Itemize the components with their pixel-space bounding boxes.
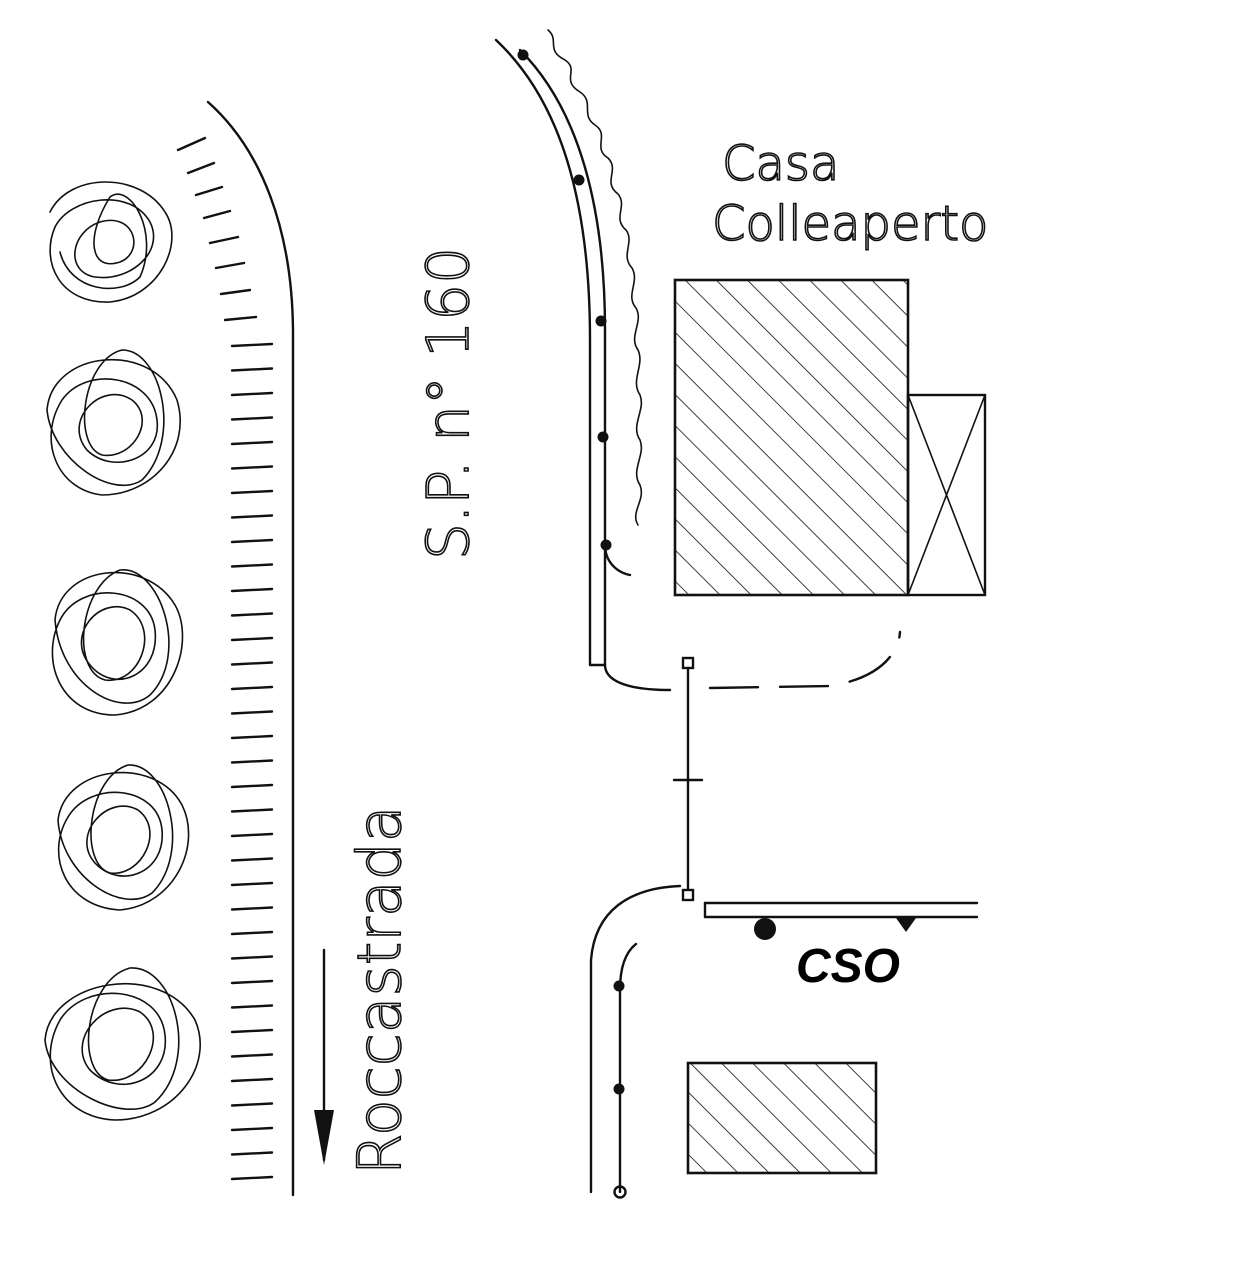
embankment-tick [230,881,274,887]
embankment-tick [176,136,207,152]
embankment-tick [230,538,274,544]
embankment-tick [230,416,274,421]
embankment-tick [223,315,258,322]
embankment-tick [230,465,274,470]
embankment-tick [230,342,274,348]
embankment-tick [230,759,274,764]
direction-arrow [314,948,334,1165]
embankment-tick [230,685,274,691]
embankment-tick [230,808,274,813]
embankment-tick [230,832,274,838]
embankment-tick [230,1053,274,1058]
lower-building [686,1061,878,1175]
embankment-tick [230,587,274,593]
embankment-tick [208,235,240,245]
embankment-tick [186,161,216,175]
cso-triangle-marker [896,918,916,932]
fence-post [613,1083,625,1095]
embankment-tick [230,440,274,446]
left-road-edge [206,100,295,1197]
embankment-tick [230,979,274,985]
embankment-tick [230,734,274,740]
tree-2 [46,349,181,496]
road-label: S.P. n° 160 [414,247,482,560]
embankment-tick [230,1028,274,1034]
embankment-tick [194,185,224,197]
embankment-tick [214,261,246,270]
embankment-tick [230,930,274,936]
embankment-tick [230,514,274,519]
embankment-tick [230,906,274,911]
embankment-tick [230,489,274,495]
embankment-tick [230,612,274,617]
tree-1 [49,181,173,303]
hedge [547,29,643,526]
tree-3 [51,569,184,716]
tree-5 [44,967,201,1121]
embankment-tick [230,367,274,372]
embankment-tick [230,1151,274,1156]
lower-right-road-edge [589,884,682,1199]
cso-point-marker [754,918,776,940]
upper-fence-posts [517,49,612,551]
embankment-tick [230,955,274,960]
embankment-ticks [176,136,274,1181]
embankment-tick [230,857,274,862]
house-annex [906,393,987,597]
embankment-tick [230,1102,274,1107]
embankment-tick [230,1175,274,1181]
fence-post [573,174,585,186]
tree-4 [57,764,190,911]
house-building [673,278,910,597]
driveway-dashed [708,630,902,690]
fence-post [613,980,625,992]
fence-post [613,1185,627,1199]
embankment-tick [230,391,274,397]
fence-post [517,49,529,61]
trees-group [44,181,201,1121]
upper-right-road-edge [494,38,672,692]
fence-post [600,539,612,551]
embankment-tick [230,1004,274,1009]
cso-channel [703,901,979,919]
embankment-tick [230,1126,274,1132]
gate-line [672,656,704,902]
embankment-tick [230,563,274,568]
cso-label: CSO [796,940,900,993]
roccastrada-label: Roccastrada [345,805,415,1175]
embankment-tick [230,661,274,666]
embankment-tick [219,288,252,296]
embankment-tick [230,710,274,715]
embankment-tick [230,1077,274,1083]
fence-post [597,431,609,443]
fence-post [595,315,607,327]
house-label-line2: Colleaperto [712,196,988,252]
house-label-line1: Casa [722,136,839,192]
embankment-tick [230,783,274,789]
embankment-tick [230,636,274,642]
embankment-tick [202,209,232,220]
